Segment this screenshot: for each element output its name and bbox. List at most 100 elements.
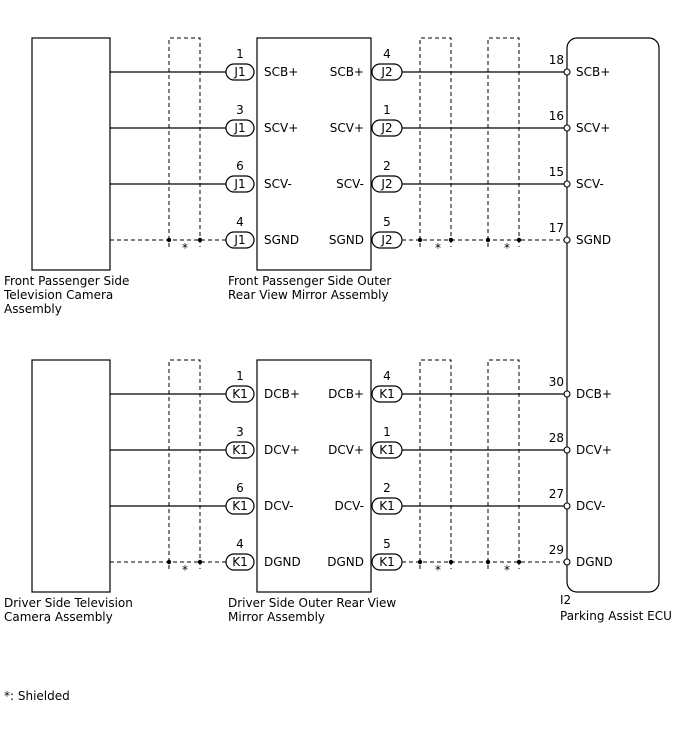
connector-K1: [371, 441, 403, 459]
ecu-terminal: [563, 446, 571, 454]
pin-number: 1: [236, 369, 244, 383]
shield-junction-dot: [417, 237, 423, 243]
mirror-signal-label: SGND: [329, 233, 364, 247]
connector-code: J1: [233, 233, 245, 247]
shield-enclosure: [168, 359, 201, 569]
ecu-terminal: [563, 558, 571, 566]
shielded-mark: *: [182, 241, 188, 255]
driver-mirror-label-line: Mirror Assembly: [228, 610, 325, 624]
ecu-signal-label: DCB+: [576, 387, 612, 401]
ecu-signal-label: DGND: [576, 555, 613, 569]
mirror-signal-label: DCB+: [264, 387, 300, 401]
pin-number: 4: [236, 215, 244, 229]
pin-number: 4: [236, 537, 244, 551]
connector-code: K1: [232, 443, 248, 457]
shield-junction-dot: [485, 559, 491, 565]
shield-enclosure: [419, 37, 452, 247]
shielded-mark: *: [504, 241, 510, 255]
front-camera-label-line: Front Passenger Side: [4, 274, 129, 288]
mirror-signal-label: DCV+: [264, 443, 300, 457]
connector-J1: [225, 175, 255, 193]
ecu-pin-number: 15: [549, 165, 564, 179]
ecu-pin-number: 29: [549, 543, 564, 557]
pin-number: 6: [236, 159, 244, 173]
mirror-signal-label: DGND: [264, 555, 301, 569]
mirror-signal-label: DCV-: [335, 499, 364, 513]
shield-junction-dot: [516, 559, 522, 565]
driver-mirror-box: [256, 359, 372, 593]
connector-J2: [371, 63, 403, 81]
shield-enclosure: [487, 359, 520, 569]
connector-code: K1: [379, 443, 395, 457]
ecu-pin-number: 18: [549, 53, 564, 67]
driver-camera-label-line: Camera Assembly: [4, 610, 113, 624]
connector-K1: [371, 553, 403, 571]
shield-enclosure: [419, 359, 452, 569]
shield-junction-dot: [448, 237, 454, 243]
mirror-signal-label: SGND: [264, 233, 299, 247]
ecu-code: I2: [560, 593, 571, 607]
connector-K1: [225, 385, 255, 403]
connector-J1: [225, 63, 255, 81]
driver-camera-box: [31, 359, 111, 593]
pin-number: 2: [383, 159, 391, 173]
ecu-pin-number: 30: [549, 375, 564, 389]
shield-junction-dot: [485, 237, 491, 243]
connector-code: J2: [380, 233, 392, 247]
ecu-pin-number: 16: [549, 109, 564, 123]
mirror-signal-label: SCV+: [264, 121, 298, 135]
ecu-box: [566, 37, 660, 593]
shield-junction-dot: [197, 237, 203, 243]
connector-J2: [371, 119, 403, 137]
connector-J2: [371, 175, 403, 193]
ecu-signal-label: SGND: [576, 233, 611, 247]
shield-junction-dot: [417, 559, 423, 565]
connector-code: K1: [379, 555, 395, 569]
ecu-name: Parking Assist ECU: [560, 609, 672, 623]
ecu-signal-label: DCV-: [576, 499, 605, 513]
connector-K1: [225, 553, 255, 571]
driver-camera-label-line: Driver Side Television: [4, 596, 133, 610]
shielded-legend: *: Shielded: [4, 689, 70, 703]
shielded-mark: *: [182, 563, 188, 577]
ecu-terminal: [563, 502, 571, 510]
shielded-mark: *: [435, 563, 441, 577]
pin-number: 3: [236, 103, 244, 117]
connector-code: K1: [232, 555, 248, 569]
ecu-pin-number: 17: [549, 221, 564, 235]
pin-number: 5: [383, 215, 391, 229]
connector-J1: [225, 119, 255, 137]
ecu-pin-number: 28: [549, 431, 564, 445]
mirror-signal-label: SCV-: [264, 177, 292, 191]
pin-number: 1: [236, 47, 244, 61]
mirror-signal-label: DCV-: [264, 499, 293, 513]
pin-number: 6: [236, 481, 244, 495]
mirror-signal-label: SCB+: [264, 65, 298, 79]
shield-junction-dot: [166, 237, 172, 243]
connector-code: K1: [379, 499, 395, 513]
pin-number: 5: [383, 537, 391, 551]
ecu-terminal: [563, 180, 571, 188]
shield-junction-dot: [197, 559, 203, 565]
mirror-signal-label: DCV+: [328, 443, 364, 457]
ecu-signal-label: DCV+: [576, 443, 612, 457]
shield-junction-dot: [516, 237, 522, 243]
connector-K1: [225, 441, 255, 459]
pin-number: 1: [383, 103, 391, 117]
front-mirror-box: [256, 37, 372, 271]
mirror-signal-label: DGND: [327, 555, 364, 569]
shield-enclosure: [168, 37, 201, 247]
front-camera-label-line: Assembly: [4, 302, 62, 316]
ecu-signal-label: SCB+: [576, 65, 610, 79]
pin-number: 4: [383, 369, 391, 383]
